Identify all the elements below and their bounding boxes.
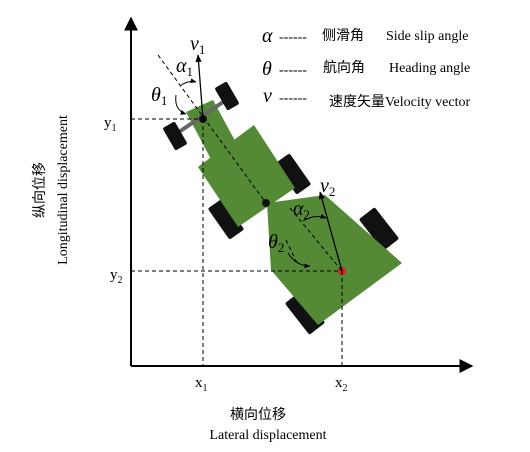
y-axis-title-en: Longitudinal displacement [56, 115, 71, 265]
trailer-wheel-right [359, 207, 399, 251]
trailer-side-reference [285, 239, 299, 266]
axes [124, 16, 474, 373]
legend-cn-label: 侧滑角 [322, 27, 364, 44]
alpha2-arc [302, 214, 327, 222]
tick-y2: y2 [110, 267, 123, 286]
legend-cn-label: 速度矢量 [329, 94, 385, 110]
legend-dashes: ------ [279, 30, 307, 45]
x-axis-title-cn: 横向位移 [230, 407, 286, 423]
theta1-arc [175, 94, 187, 115]
legend-symbol-v: v [263, 85, 272, 107]
angle-arcs [175, 78, 327, 269]
axis-titles: 纵向位移 Longitudinal displacement 横向位移 Late… [32, 115, 327, 443]
theta1-label: θ1 [151, 84, 167, 108]
legend-en-label: Heading angle [389, 61, 470, 76]
tick-x2: x2 [335, 375, 348, 394]
front-wheel-right [215, 81, 239, 111]
legend: α ------ 侧滑角 Side slip angle θ ------ 航向… [262, 25, 470, 110]
legend-item-side-slip: α ------ 侧滑角 Side slip angle [262, 25, 468, 47]
velocity-vectors [195, 54, 343, 272]
alpha2-label: α2 [293, 198, 310, 222]
legend-symbol-theta: θ [262, 58, 272, 80]
legend-dashes: ------ [279, 91, 307, 106]
tractor-rear-wheel-left [208, 199, 244, 239]
velocity-vector-2 [318, 191, 343, 272]
vehicle-labels: v1 α1 θ1 v2 α2 θ2 [151, 33, 335, 255]
theta2-label: θ2 [268, 231, 284, 255]
legend-symbol-alpha: α [262, 25, 273, 47]
alpha1-label: α1 [176, 55, 193, 79]
theta2-arc [287, 252, 311, 269]
legend-item-heading: θ ------ 航向角 Heading angle [262, 58, 470, 80]
legend-dashes: ------ [279, 63, 307, 78]
tick-y1: y1 [104, 115, 117, 134]
alpha1-arc [179, 78, 197, 87]
y-axis-title-cn: 纵向位移 [32, 162, 48, 218]
tractor-heading-axis [157, 54, 267, 204]
trailer-body [267, 195, 402, 325]
guide-lines [131, 54, 343, 366]
trailer-wheel-left [285, 291, 325, 335]
front-wheel-left [163, 121, 187, 151]
trailer-rear-unit [262, 195, 402, 335]
legend-en-label: Velocity vector [385, 95, 470, 110]
v1-label: v1 [190, 33, 205, 57]
x-axis-title-en: Lateral displacement [210, 428, 327, 443]
legend-en-label: Side slip angle [386, 29, 468, 44]
velocity-vector-1 [195, 54, 204, 120]
tick-x1: x1 [195, 375, 208, 394]
tractor-rear-wheel-right [275, 154, 311, 194]
legend-cn-label: 航向角 [323, 60, 365, 76]
legend-item-velocity: v ------ 速度矢量 Velocity vector [263, 85, 470, 110]
v2-label: v2 [320, 175, 335, 199]
tick-labels: y1 y2 x1 x2 [104, 115, 348, 394]
